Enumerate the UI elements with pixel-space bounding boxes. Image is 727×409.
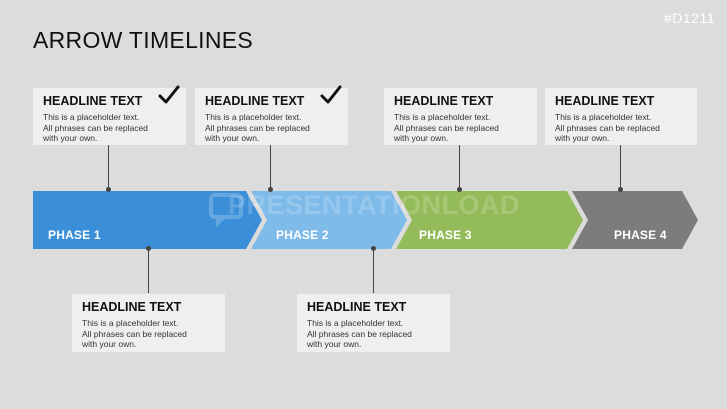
card-line: This is a placeholder text. — [555, 112, 652, 122]
phase-3-arrow[interactable] — [396, 191, 583, 249]
connector-bottom-1 — [148, 249, 149, 293]
connector-bottom-2 — [373, 249, 374, 293]
top-card-3[interactable]: HEADLINE TEXT This is a placeholder text… — [384, 88, 537, 145]
top-card-4[interactable]: HEADLINE TEXT This is a placeholder text… — [545, 88, 697, 145]
card-line: All phrases can be replaced — [394, 122, 499, 133]
card-headline: HEADLINE TEXT — [43, 94, 143, 108]
phase-1-arrow[interactable] — [33, 191, 262, 249]
bottom-card-2[interactable]: HEADLINE TEXT This is a placeholder text… — [297, 294, 450, 352]
phase-1-label: PHASE 1 — [48, 228, 101, 242]
card-line: All phrases can be replaced — [555, 122, 660, 133]
card-line: with your own. — [82, 339, 137, 349]
phase-4-arrow[interactable] — [572, 191, 698, 249]
card-body: This is a placeholder text. All phrases … — [43, 112, 176, 144]
card-line: with your own. — [307, 339, 362, 349]
card-headline: HEADLINE TEXT — [394, 94, 494, 108]
slide-code: #D1211 — [663, 10, 715, 26]
connector-top-3 — [459, 145, 460, 189]
top-card-2[interactable]: HEADLINE TEXT This is a placeholder text… — [195, 85, 348, 145]
connector-top-1 — [108, 145, 109, 189]
card-line: This is a placeholder text. — [394, 112, 491, 122]
card-line: This is a placeholder text. — [82, 318, 179, 328]
watermark-logo-icon — [209, 193, 243, 228]
card-line: All phrases can be replaced — [205, 122, 310, 133]
card-headline: HEADLINE TEXT — [307, 300, 407, 314]
card-body: This is a placeholder text. All phrases … — [307, 318, 440, 350]
slide-title: ARROW TIMELINES — [33, 27, 254, 53]
connector-dot-bottom-2 — [371, 246, 376, 251]
checkmark-icon — [320, 85, 342, 104]
card-line: This is a placeholder text. — [43, 112, 140, 122]
connector-top-4 — [620, 145, 621, 189]
connector-dot-top-2 — [268, 187, 273, 192]
connector-dot-top-1 — [106, 187, 111, 192]
card-line: with your own. — [43, 133, 98, 143]
connector-dot-bottom-1 — [146, 246, 151, 251]
card-headline: HEADLINE TEXT — [205, 94, 305, 108]
phase-2-label: PHASE 2 — [276, 228, 329, 242]
watermark-text: PRESENTATIONLOAD — [228, 190, 521, 220]
phase-4-label: PHASE 4 — [614, 228, 667, 242]
connector-dot-top-3 — [457, 187, 462, 192]
card-line: All phrases can be replaced — [43, 122, 148, 133]
card-body: This is a placeholder text. All phrases … — [555, 112, 687, 144]
checkmark-icon — [158, 85, 180, 104]
phase-2-arrow[interactable] — [251, 191, 407, 249]
card-line: with your own. — [205, 133, 260, 143]
connector-top-2 — [270, 145, 271, 189]
phase-3-label: PHASE 3 — [419, 228, 472, 242]
connector-dot-top-4 — [618, 187, 623, 192]
top-card-1[interactable]: HEADLINE TEXT This is a placeholder text… — [33, 85, 186, 145]
card-headline: HEADLINE TEXT — [82, 300, 182, 314]
card-line: This is a placeholder text. — [307, 318, 404, 328]
bottom-card-1[interactable]: HEADLINE TEXT This is a placeholder text… — [72, 294, 225, 352]
card-body: This is a placeholder text. All phrases … — [82, 318, 215, 350]
card-body: This is a placeholder text. All phrases … — [205, 112, 338, 144]
card-line: All phrases can be replaced — [307, 328, 412, 339]
card-line: All phrases can be replaced — [82, 328, 187, 339]
card-headline: HEADLINE TEXT — [555, 94, 655, 108]
card-line: with your own. — [555, 133, 610, 143]
card-line: with your own. — [394, 133, 449, 143]
card-body: This is a placeholder text. All phrases … — [394, 112, 527, 144]
card-line: This is a placeholder text. — [205, 112, 302, 122]
